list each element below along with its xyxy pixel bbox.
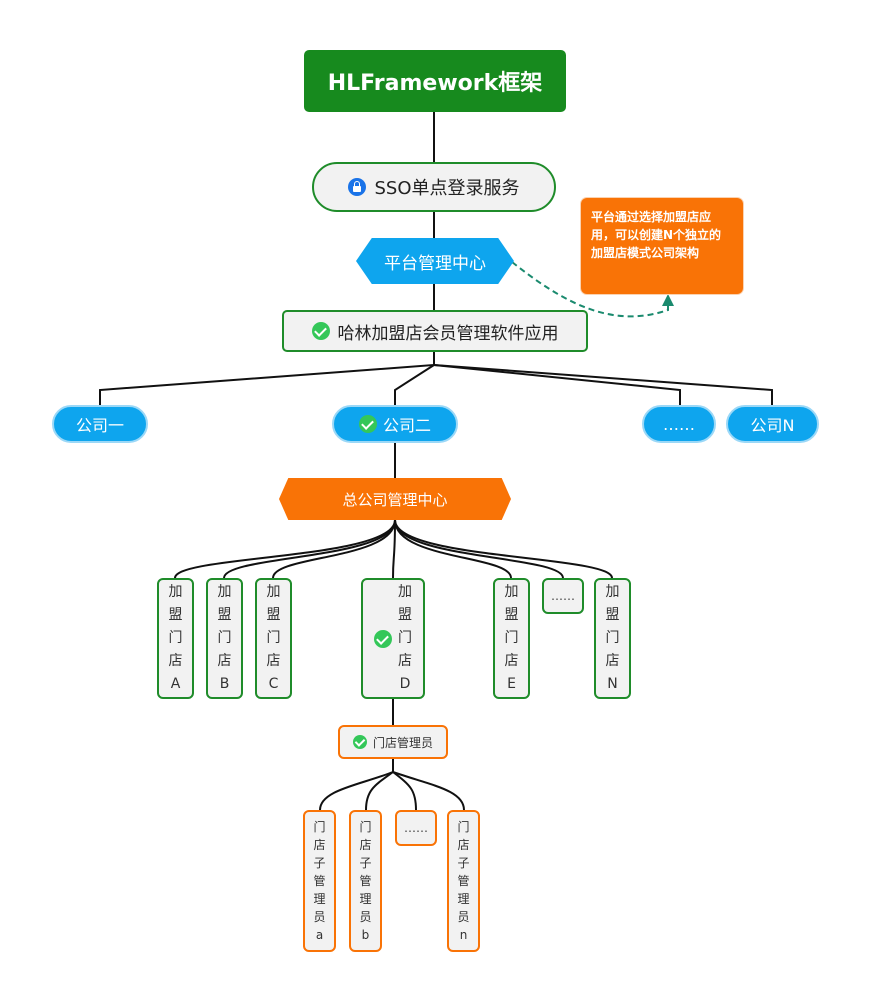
company-node-2[interactable]: 公司二 [332, 405, 458, 443]
link-admin-subdots [392, 771, 417, 811]
link-app-company1 [99, 352, 435, 405]
company-label: 公司N [750, 416, 795, 435]
note-arrow [511, 261, 669, 318]
root-node[interactable]: HLFramework框架 [304, 50, 566, 112]
check-icon [358, 415, 377, 433]
app-node[interactable]: 哈林加盟店会员管理软件应用 [282, 310, 588, 352]
note-text: 平台通过选择加盟店应用，可以创建N个独立的加盟店模式公司架构 [591, 210, 722, 260]
link-hq-storeD [392, 519, 396, 579]
link-admin-suba [319, 759, 394, 811]
company-label: …… [663, 414, 695, 434]
lock-icon [348, 178, 367, 196]
store-node-more[interactable]: …… [542, 578, 584, 614]
company-label: 公司二 [382, 416, 431, 435]
check-icon [374, 629, 392, 648]
link-hq-storeB [223, 519, 396, 579]
link-hq-storeC [272, 519, 396, 579]
sso-node[interactable]: SSO单点登录服务 [312, 162, 556, 212]
sub-admin-label: …… [404, 821, 428, 835]
link-hq-storeA [174, 519, 396, 579]
store-admin-node[interactable]: 门店管理员 [338, 725, 448, 759]
company-node-more[interactable]: …… [642, 405, 716, 443]
link-admin-subb [365, 771, 394, 811]
link-app-companyN [433, 364, 773, 405]
company-node-n[interactable]: 公司N [726, 405, 819, 443]
platform-label: 平台管理中心 [384, 253, 486, 274]
link-hq-storeN [394, 519, 613, 579]
company-node-1[interactable]: 公司一 [52, 405, 148, 443]
hq-label: 总公司管理中心 [342, 490, 448, 509]
link-app-company2 [394, 364, 435, 405]
sso-label: SSO单点登录服务 [374, 178, 520, 199]
platform-node[interactable]: 平台管理中心 [356, 238, 514, 284]
check-icon [352, 735, 367, 749]
note-callout: 平台通过选择加盟店应用，可以创建N个独立的加盟店模式公司架构 [581, 198, 743, 294]
store-label: …… [551, 589, 575, 603]
hq-node[interactable]: 总公司管理中心 [279, 478, 511, 520]
link-hq-storedots [394, 519, 564, 579]
root-label: HLFramework框架 [327, 71, 543, 96]
link-app-companydots [433, 364, 681, 405]
company-label: 公司一 [75, 416, 124, 435]
app-label: 哈林加盟店会员管理软件应用 [337, 323, 559, 344]
check-icon [311, 322, 330, 340]
sub-admin-node-more[interactable]: …… [395, 810, 437, 846]
note-arrowhead [662, 294, 674, 306]
store-admin-label: 门店管理员 [372, 735, 433, 750]
link-hq-storeE [394, 519, 512, 579]
link-admin-subn [392, 771, 465, 811]
